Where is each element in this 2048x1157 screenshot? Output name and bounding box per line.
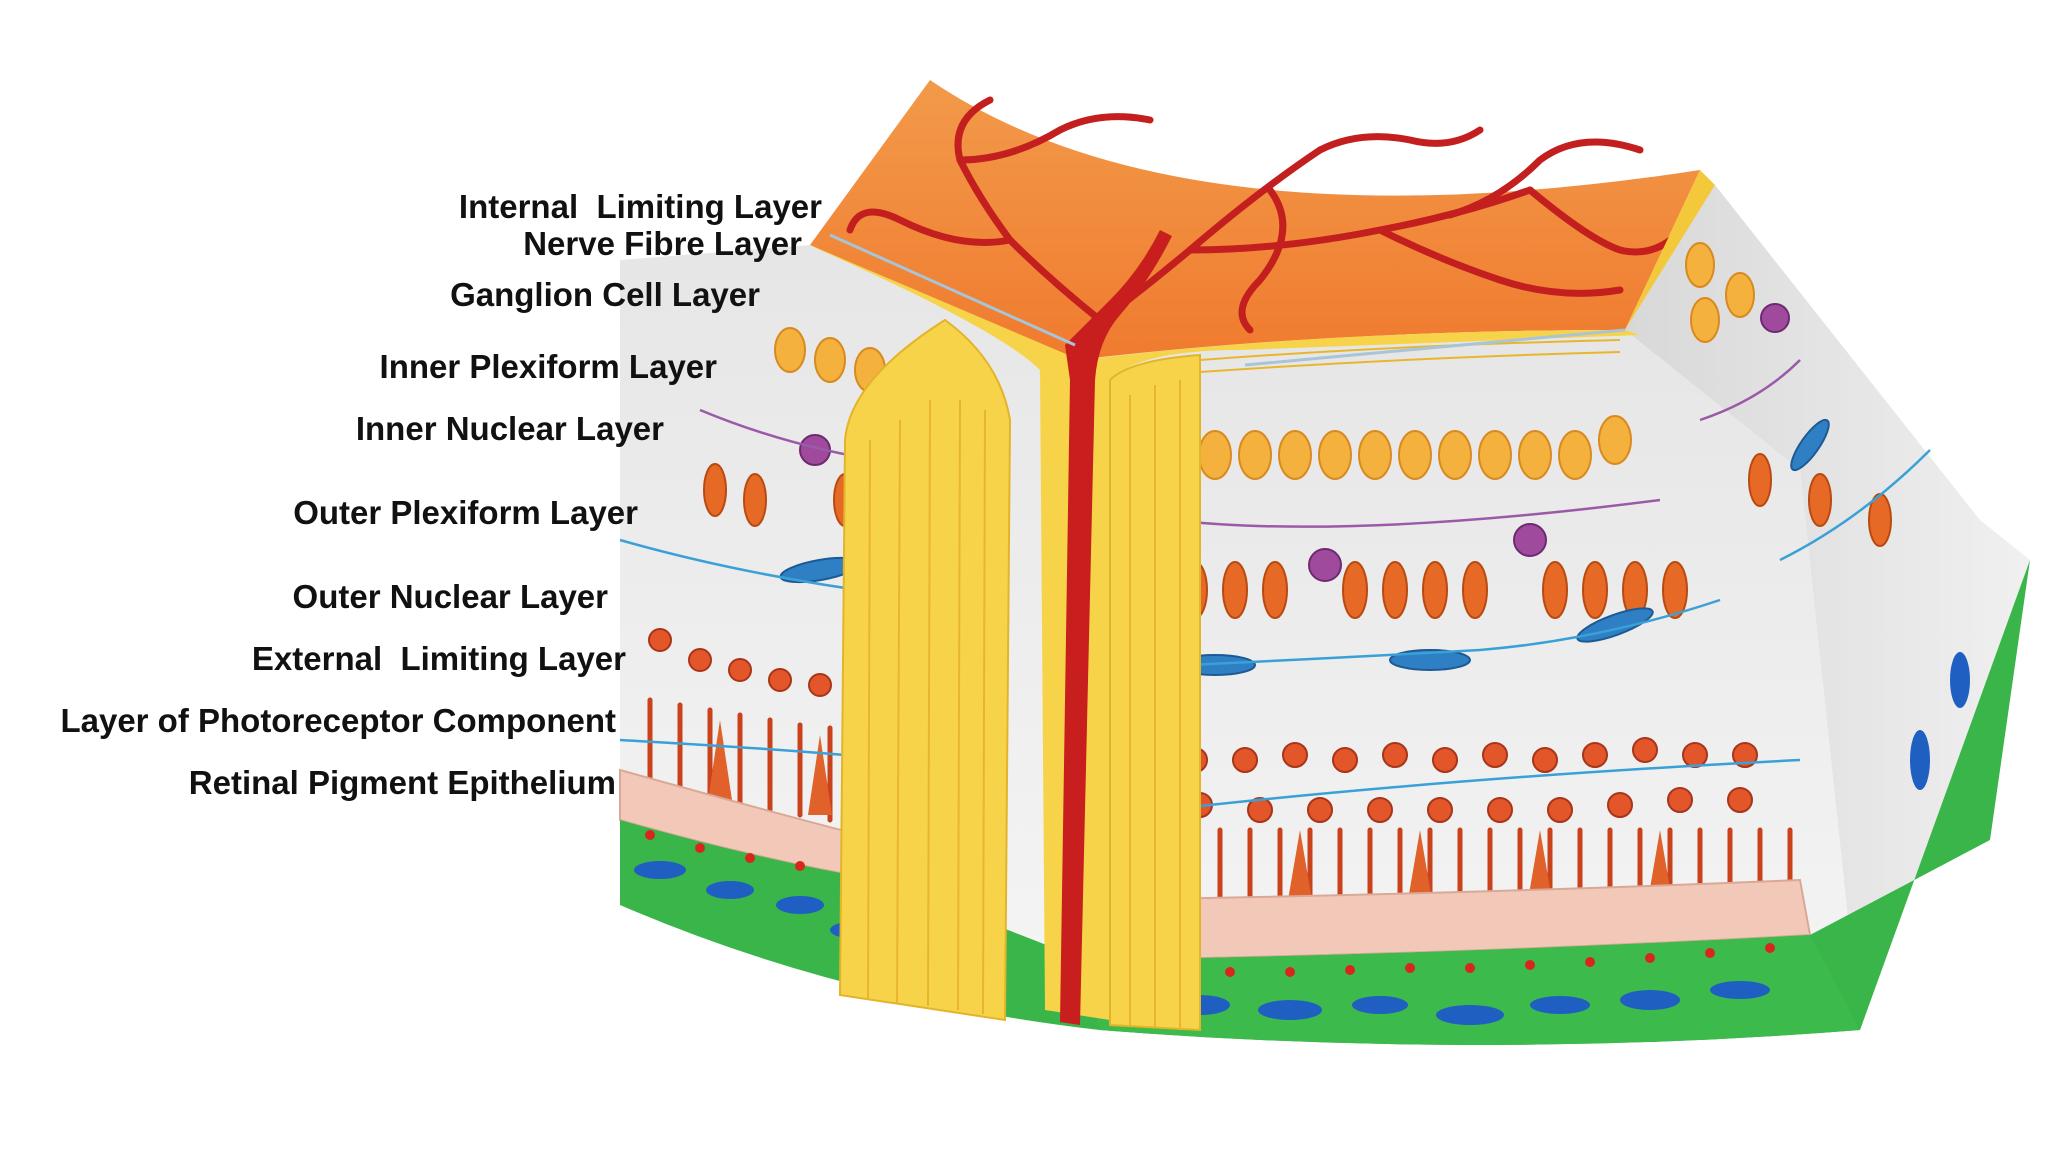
label-ganglion-cell-layer: Ganglion Cell Layer: [450, 276, 760, 313]
label-outer-plexiform-layer: Outer Plexiform Layer: [293, 494, 638, 531]
surface-vessels: [846, 96, 1694, 344]
layer-labels: Internal Limiting Layer Nerve Fibre Laye…: [0, 0, 822, 1152]
nerve-fibres: [867, 339, 1621, 1030]
label-external-limiting-layer: External Limiting Layer: [251, 640, 626, 677]
label-photoreceptor-layer: Layer of Photoreceptor Component: [60, 702, 616, 739]
label-outer-nuclear-layer: Outer Nuclear Layer: [292, 578, 608, 615]
label-retinal-pigment-epithelium: Retinal Pigment Epithelium: [188, 764, 616, 801]
choroid-vessels: [634, 652, 1970, 1025]
central-retinal-vessel: [1060, 230, 1172, 1025]
choroid-red-dots: [645, 830, 1775, 977]
label-nerve-fibre-layer: Nerve Fibre Layer: [523, 225, 802, 262]
leader-lines: [829, 233, 1626, 367]
optic-nerve-stalk: [838, 318, 1012, 1022]
retinal-surface: [810, 80, 1700, 365]
label-internal-limiting-layer: Internal Limiting Layer: [458, 188, 822, 225]
label-inner-plexiform-layer: Inner Plexiform Layer: [379, 348, 717, 385]
label-inner-nuclear-layer: Inner Nuclear Layer: [355, 410, 664, 447]
right-block-face: [1625, 185, 2030, 1030]
